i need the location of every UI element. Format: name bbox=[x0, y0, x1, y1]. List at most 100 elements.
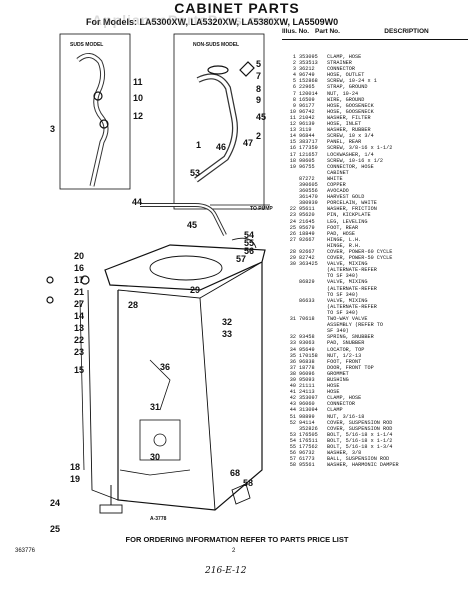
part-number: 313094 bbox=[299, 407, 318, 414]
parts-row: HINGE, R.H. bbox=[282, 243, 468, 249]
models-line: For Models: LA5300XW, LA5320XW, LA5380XW… bbox=[86, 17, 339, 27]
part-number: 3119 bbox=[299, 127, 312, 134]
illus-number: 2 bbox=[292, 60, 296, 67]
part-number: 18849 bbox=[299, 230, 315, 237]
callout-7: 7 bbox=[256, 71, 261, 81]
part-description: PAD, SNUBBER bbox=[327, 340, 365, 347]
callout-11: 11 bbox=[133, 77, 143, 87]
part-number: 92667 bbox=[299, 236, 315, 243]
callout-21: 21 bbox=[74, 287, 84, 297]
part-number: 24113 bbox=[299, 389, 315, 396]
part-number: 87272 bbox=[299, 175, 315, 182]
part-description: HINGE, R.H. bbox=[327, 242, 362, 249]
part-description: SF 340) bbox=[327, 328, 349, 335]
part-number: 94114 bbox=[299, 419, 315, 426]
page-title: CABINET PARTS bbox=[174, 0, 300, 16]
part-description: NUT, 10-24 bbox=[327, 90, 359, 97]
part-description: HOSE bbox=[327, 383, 340, 390]
part-description: NUT, 1/2-13 bbox=[327, 352, 362, 359]
part-description: BALL, SUSPENSION ROD bbox=[327, 456, 390, 463]
part-description: WASHER, FILTER bbox=[327, 114, 371, 121]
illus-number: 36 bbox=[289, 358, 296, 365]
part-number: 96749 bbox=[299, 72, 315, 79]
illus-number: 24 bbox=[289, 218, 296, 225]
illus-number: 10 bbox=[289, 108, 296, 115]
col-part: Part No. bbox=[315, 28, 340, 35]
part-description: VALVE, MIXING bbox=[327, 297, 368, 304]
nonsuds-hose-inner bbox=[194, 74, 237, 182]
illus-number: 55 bbox=[289, 444, 296, 450]
illus-number: 14 bbox=[289, 133, 296, 140]
illus-number: 32 bbox=[289, 334, 296, 341]
part-description: COVER, POWER-50 CYCLE bbox=[327, 255, 393, 262]
part-description: SPRING, SNUBBER bbox=[327, 334, 374, 341]
part-number: 177359 bbox=[299, 145, 318, 152]
illus-number: 51 bbox=[289, 413, 296, 420]
part-number: 22965 bbox=[299, 84, 315, 91]
illus-number: 27 bbox=[289, 236, 296, 243]
part-description: VALVE, MIXING bbox=[327, 261, 368, 268]
part-number: 86633 bbox=[299, 297, 315, 304]
parts-row: (ALTERNATE-REFER bbox=[282, 267, 468, 273]
snubber-spring bbox=[231, 237, 257, 249]
callout-numbers: 11 10 12 3 5 7 8 9 45 2 46 1 47 53 44 45… bbox=[50, 59, 266, 534]
part-description: BOLT, 5/16-18 x 1-1/2 bbox=[327, 437, 393, 444]
callout-53: 53 bbox=[190, 168, 200, 178]
part-description: HOSE, GOOSENECK bbox=[327, 108, 374, 115]
part-number: 96096 bbox=[299, 370, 315, 377]
illus-number: 22 bbox=[289, 206, 296, 213]
callout-45b: 45 bbox=[187, 220, 197, 230]
part-description: TO SF 340) bbox=[327, 291, 359, 298]
part-number: 95561 bbox=[299, 462, 315, 469]
callout-22: 22 bbox=[74, 335, 84, 345]
part-description: VALVE, MIXING bbox=[327, 279, 368, 286]
part-description: CLAMP, HOSE bbox=[327, 395, 362, 402]
part-description: CLAMP, HOSE bbox=[327, 54, 362, 60]
callout-25: 25 bbox=[50, 524, 60, 534]
illus-number: 38 bbox=[289, 370, 296, 377]
callout-24: 24 bbox=[50, 498, 60, 508]
callout-3: 3 bbox=[50, 124, 55, 134]
part-description: HOSE, INLET bbox=[327, 121, 362, 128]
callout-36: 36 bbox=[160, 362, 170, 372]
part-number: 96844 bbox=[299, 133, 315, 140]
part-number: 21645 bbox=[299, 218, 315, 225]
callout-27: 27 bbox=[74, 299, 84, 309]
callout-2: 2 bbox=[256, 131, 261, 141]
illus-number: 28 bbox=[289, 249, 296, 255]
part-number: 383717 bbox=[299, 139, 318, 146]
part-number: 177562 bbox=[299, 444, 318, 450]
callout-8: 8 bbox=[256, 84, 261, 94]
illus-number: 7 bbox=[292, 90, 296, 97]
part-description: CONNECTOR bbox=[327, 66, 356, 73]
illus-number: 16 bbox=[289, 145, 296, 152]
part-description: NUT, 3/16-18 bbox=[327, 413, 365, 420]
part-description: CONNECTOR, HOSE bbox=[327, 163, 374, 170]
base-bracket bbox=[119, 469, 191, 476]
illus-number: 34 bbox=[289, 346, 296, 353]
part-description: CLAMP bbox=[327, 407, 343, 414]
header-rule bbox=[282, 39, 468, 40]
watermark: AppliancePartsPros.com bbox=[92, 12, 280, 28]
part-description: HOSE bbox=[327, 389, 340, 396]
part-number: 96139 bbox=[299, 121, 315, 128]
illus-number: 5 bbox=[292, 78, 296, 85]
callout-28: 28 bbox=[128, 300, 138, 310]
parts-table-header: Illus. No. Part No. DESCRIPTION bbox=[282, 28, 468, 40]
part-number: 121657 bbox=[299, 151, 318, 158]
